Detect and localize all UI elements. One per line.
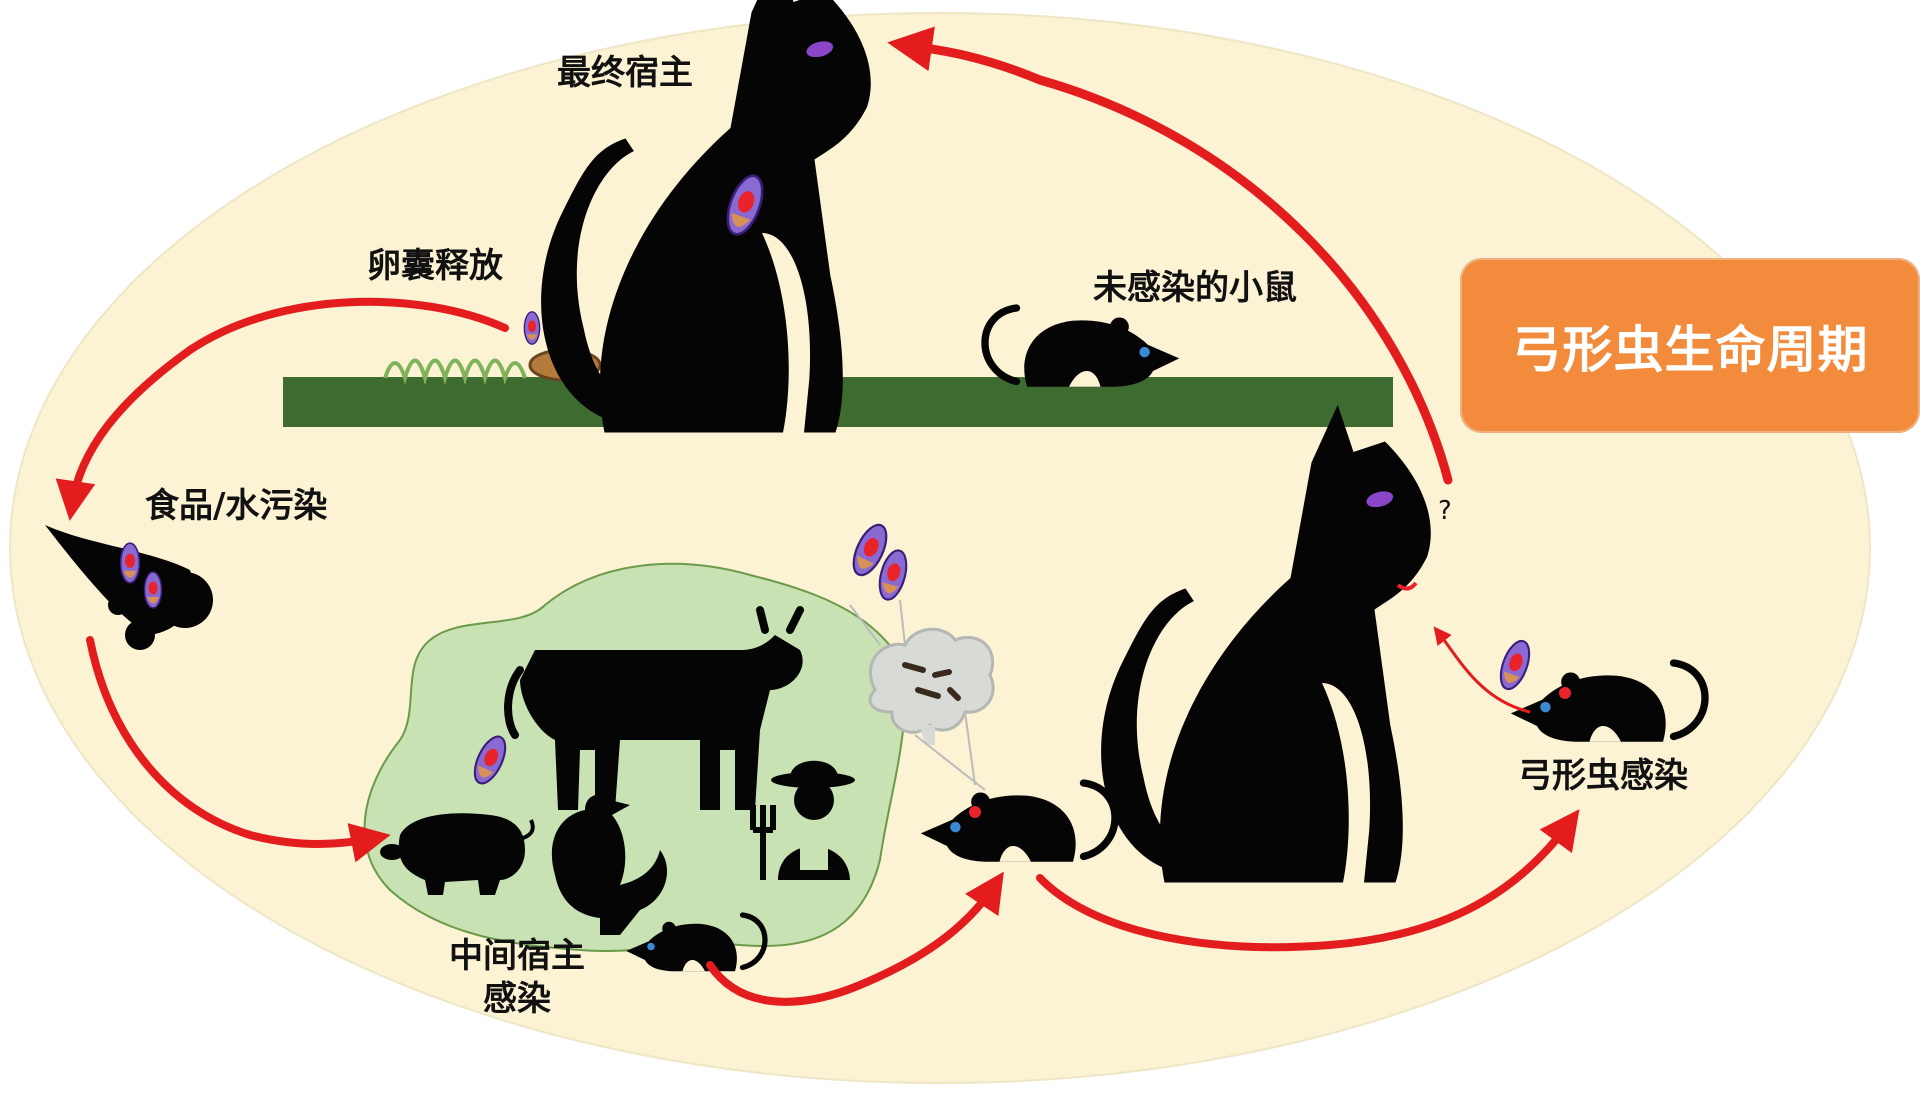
infected-mouse-center-eye — [969, 806, 981, 818]
question-mark: ? — [1438, 496, 1452, 526]
toxoplasma-infection-label: 弓形虫感染 — [1518, 756, 1688, 796]
definitive-host-label: 最终宿主 — [557, 53, 693, 93]
rooster-icon — [551, 794, 668, 935]
oocyst-release-label: 卵囊释放 — [367, 246, 503, 286]
arrow-mouse-to-cat — [887, 26, 1453, 485]
arrow-release-to-food — [55, 297, 509, 521]
uninfected-mouse-label: 未感染的小鼠 — [1093, 268, 1297, 308]
arrow-food-to-farm — [86, 636, 391, 863]
cat-eats-mouse-arrow — [1433, 626, 1531, 714]
cat-mouth — [1396, 581, 1418, 591]
brain-to-mouse-line-2 — [964, 711, 976, 786]
cow-icon — [504, 606, 804, 810]
brain-pointer-line — [849, 604, 881, 646]
intermediate-host-label: 中间宿主 感染 — [437, 935, 597, 1020]
farmer-icon — [750, 760, 855, 880]
arrow-farm-to-mouse — [706, 871, 1004, 1006]
arrow-mouse-to-infection — [1036, 809, 1580, 952]
diagram-title: 弓形虫生命周期 — [1511, 320, 1869, 379]
infected-mouse-eye — [1559, 687, 1571, 699]
brain-to-mouse-line — [914, 734, 986, 791]
cornucopia-food-icon — [45, 525, 213, 650]
contamination-label: 食品/水污染 — [145, 486, 328, 526]
brain-pointer-line-2 — [899, 599, 906, 646]
grass — [383, 358, 527, 386]
intermediate-host-label-line2: 感染 — [483, 978, 551, 1019]
background-ellipse — [9, 12, 1871, 1084]
title-box: 弓形虫生命周期 — [1460, 258, 1920, 433]
intermediate-host-label-line1: 中间宿主 — [449, 936, 585, 976]
